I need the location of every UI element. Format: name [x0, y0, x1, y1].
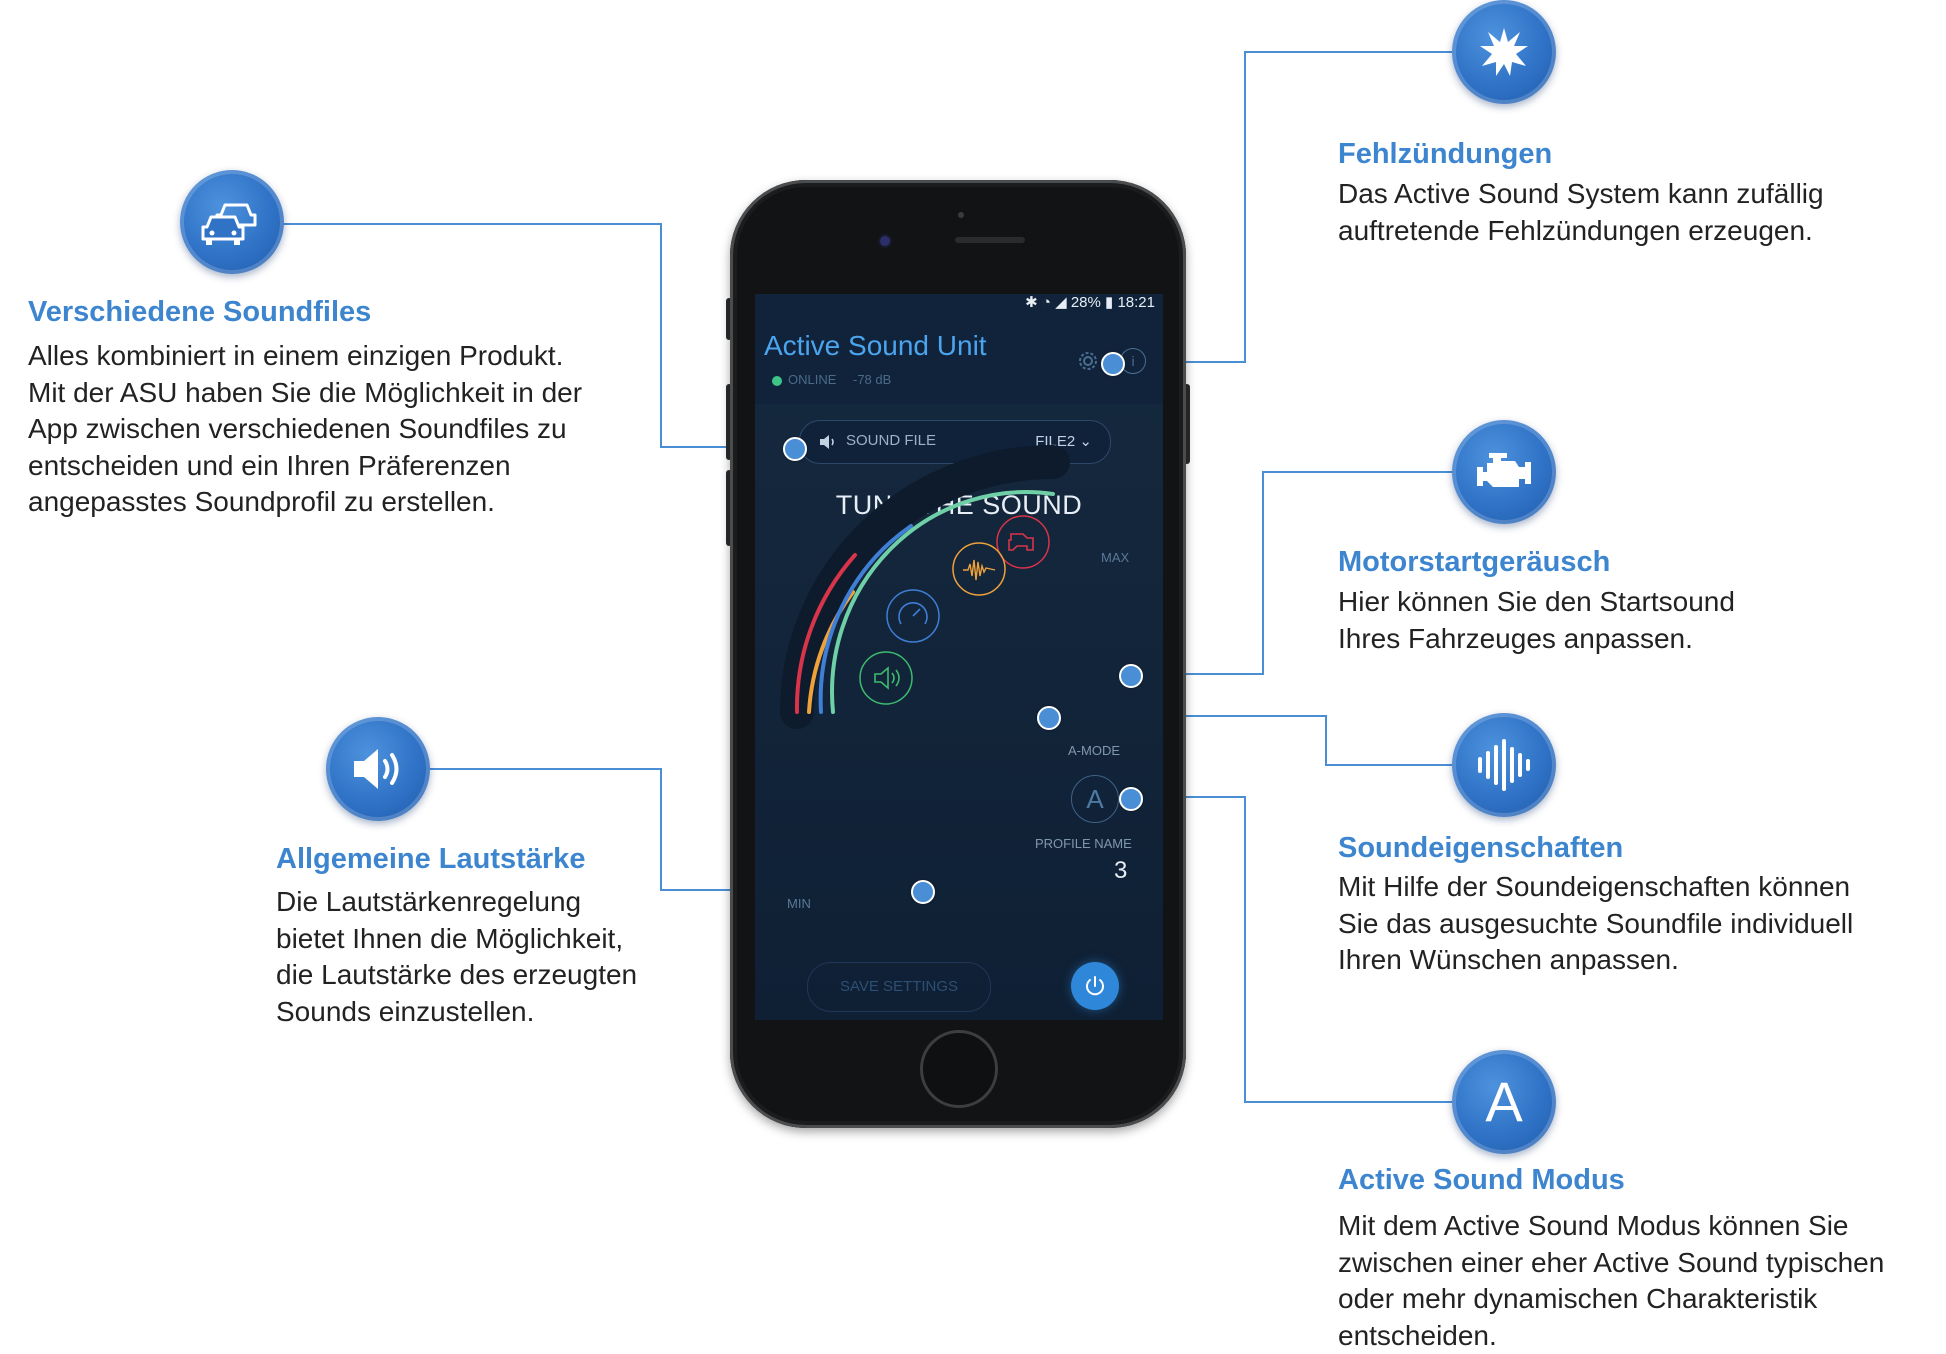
- volume-line: Sounds einzustellen.: [276, 994, 637, 1031]
- power-icon: [1083, 974, 1107, 998]
- engine-knob: [997, 516, 1049, 568]
- active-mode-line: entscheiden.: [1338, 1318, 1884, 1354]
- active-mode-description: Mit dem Active Sound Modus können Sie zw…: [1338, 1208, 1884, 1354]
- soundfiles-line: Alles kombiniert in einem einzigen Produ…: [28, 338, 582, 375]
- active-mode-line: oder mehr dynamischen Charakteristik: [1338, 1281, 1884, 1318]
- engine-start-line: Ihres Fahrzeuges anpassen.: [1338, 621, 1735, 658]
- sound-properties-description: Mit Hilfe der Soundeigenschaften können …: [1338, 869, 1853, 979]
- engine-start-title: Motorstartgeräusch: [1338, 546, 1610, 579]
- connector-dot-misfire: [1101, 352, 1125, 376]
- speaker-icon: [348, 744, 408, 794]
- active-mode-title: Active Sound Modus: [1338, 1164, 1625, 1197]
- engine-start-circle: [1452, 420, 1556, 524]
- save-settings-button[interactable]: SAVE SETTINGS: [807, 962, 991, 1012]
- a-mode-button[interactable]: A: [1071, 775, 1119, 823]
- sound-arcs: [755, 294, 1163, 1020]
- misfire-line: Das Active Sound System kann zufällig: [1338, 176, 1824, 213]
- volume-description: Die Lautstärkenregelung bietet Ihnen die…: [276, 884, 637, 1030]
- connector-dot-volume: [911, 880, 935, 904]
- min-label: MIN: [787, 896, 811, 911]
- soundfiles-description: Alles kombiniert in einem einzigen Produ…: [28, 338, 582, 521]
- connector-dot-active-mode: [1119, 787, 1143, 811]
- soundfiles-line: Mit der ASU haben Sie die Möglichkeit in…: [28, 375, 582, 412]
- connector-dot-soundfiles: [783, 437, 807, 461]
- misfire-line: auftretende Fehlzündungen erzeugen.: [1338, 213, 1824, 250]
- soundfiles-line: App zwischen verschiedenen Soundfiles zu: [28, 411, 582, 448]
- misfire-description: Das Active Sound System kann zufällig au…: [1338, 176, 1824, 249]
- connector-dot-engine: [1119, 664, 1143, 688]
- track-arc: [797, 462, 1053, 712]
- profile-name-value: 3: [1114, 857, 1127, 885]
- cars-icon: [201, 197, 263, 247]
- power-button[interactable]: [1071, 962, 1119, 1010]
- waveform-icon: [963, 560, 995, 580]
- volume-line: Die Lautstärkenregelung: [276, 884, 637, 921]
- speaker-icon: [875, 668, 899, 688]
- active-mode-line: Mit dem Active Sound Modus können Sie: [1338, 1208, 1884, 1245]
- app-screen: ✱ ◔ ◢ 28% ▮ 18:21 Active Sound Unit ONLI…: [755, 294, 1163, 1020]
- proximity-sensor: [958, 212, 964, 218]
- gauge-icon: [899, 603, 927, 624]
- misfire-title: Fehlzündungen: [1338, 138, 1552, 171]
- letter-a-icon: A: [1485, 1074, 1522, 1130]
- profile-name-label: PROFILE NAME: [1035, 836, 1132, 851]
- engine-start-description: Hier können Sie den Startsound Ihres Fah…: [1338, 584, 1735, 657]
- volume-title: Allgemeine Lautstärke: [276, 843, 585, 876]
- sound-properties-title: Soundeigenschaften: [1338, 832, 1623, 865]
- volume-line: bietet Ihnen die Möglichkeit,: [276, 921, 637, 958]
- engine-icon: [1009, 534, 1033, 550]
- soundfiles-line: entscheiden und ein Ihren Präferenzen: [28, 448, 582, 485]
- sound-properties-line: Sie das ausgesuchte Soundfile individuel…: [1338, 906, 1853, 943]
- connector-dot-sound-properties: [1037, 706, 1061, 730]
- a-mode-label: A-MODE: [1068, 743, 1120, 758]
- active-mode-line: zwischen einer eher Active Sound typisch…: [1338, 1245, 1884, 1282]
- active-mode-circle: A: [1452, 1050, 1556, 1154]
- volume-line: die Lautstärke des erzeugten: [276, 957, 637, 994]
- soundwave-icon: [1474, 738, 1534, 792]
- misfire-circle: [1452, 0, 1556, 104]
- burst-icon: [1476, 24, 1532, 80]
- speaker-knob: [860, 652, 912, 704]
- sound-properties-circle: [1452, 713, 1556, 817]
- soundfiles-line: angepasstes Soundprofil zu erstellen.: [28, 484, 582, 521]
- earpiece: [955, 237, 1025, 243]
- home-button[interactable]: [920, 1030, 998, 1108]
- engine-start-line: Hier können Sie den Startsound: [1338, 584, 1735, 621]
- soundfiles-title: Verschiedene Soundfiles: [28, 296, 371, 329]
- sound-properties-line: Ihren Wünschen anpassen.: [1338, 942, 1853, 979]
- engine-icon: [1473, 449, 1535, 495]
- sound-properties-line: Mit Hilfe der Soundeigenschaften können: [1338, 869, 1853, 906]
- soundfiles-circle: [180, 170, 284, 274]
- front-camera: [880, 236, 890, 246]
- volume-circle: [326, 717, 430, 821]
